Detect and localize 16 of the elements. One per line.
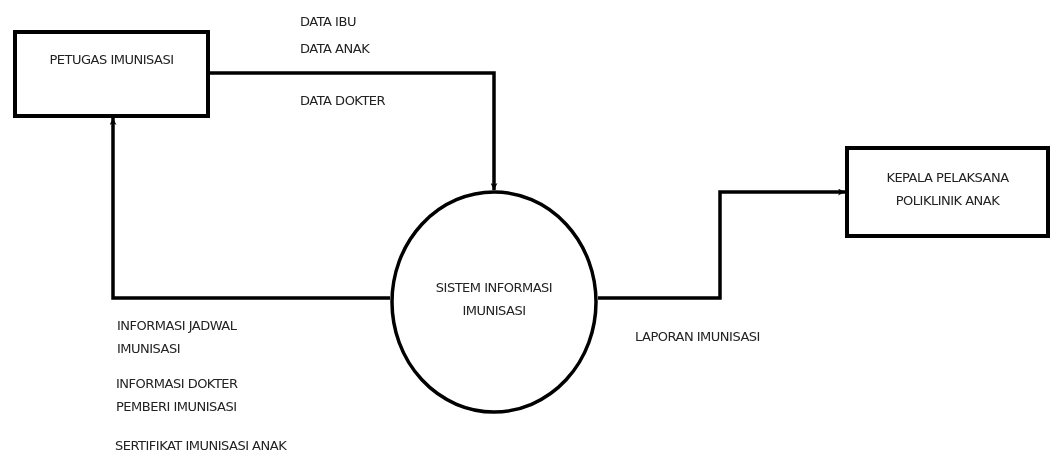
- flow-label: DATA ANAK: [300, 40, 371, 58]
- flow-label: SERTIFIKAT IMUNISASI ANAK: [115, 437, 288, 455]
- process-ellipse: [390, 190, 598, 414]
- flow-label: INFORMASI JADWAL IMUNISASI: [117, 317, 238, 358]
- node-label: KEPALA PELAKSANA POLIKLINIK ANAK: [885, 169, 1010, 210]
- node-label: PETUGAS IMUNISASI: [48, 51, 175, 69]
- flow-label: DATA DOKTER: [300, 92, 387, 110]
- entity-box: [13, 30, 210, 118]
- arrow: [210, 71, 498, 190]
- arrow: [598, 188, 845, 300]
- flow-label: DATA IBU: [300, 13, 357, 31]
- flow-label: INFORMASI DOKTER PEMBERI IMUNISASI: [116, 375, 239, 416]
- node-label: SISTEM INFORMASI IMUNISASI: [434, 279, 554, 320]
- arrow: [109, 118, 390, 300]
- flow-label: LAPORAN IMUNISASI: [635, 328, 761, 346]
- entity-box: [845, 146, 1050, 238]
